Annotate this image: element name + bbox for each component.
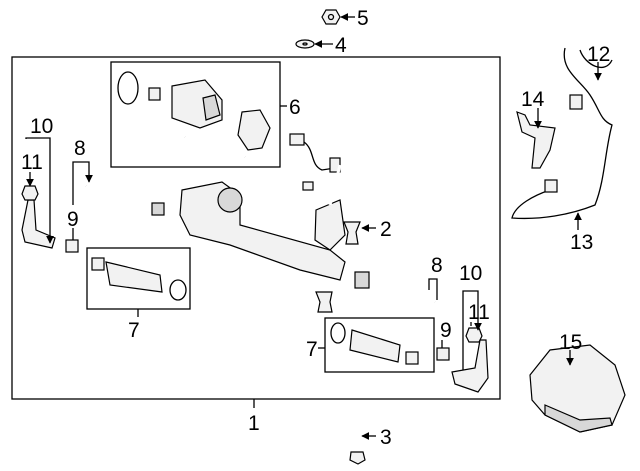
callout-7-left: 7 xyxy=(128,319,140,342)
boot-right xyxy=(330,322,419,365)
callout-13: 13 xyxy=(570,231,593,254)
callout-3: 3 xyxy=(380,426,392,449)
motor-kit-frame xyxy=(110,61,281,168)
callout-4: 4 xyxy=(335,34,347,57)
inner-tie-rod-right xyxy=(354,271,436,304)
outer-tie-rod-right xyxy=(436,327,489,393)
heat-shield-part xyxy=(529,344,626,433)
washer-part xyxy=(295,39,315,49)
callout-8-left: 8 xyxy=(74,137,86,160)
callout-2: 2 xyxy=(380,218,392,241)
inner-tie-rod-left xyxy=(85,184,165,216)
steering-rack-part xyxy=(179,164,346,281)
leader-lines xyxy=(25,13,602,440)
callout-8-right: 8 xyxy=(431,254,443,277)
callout-10-left: 10 xyxy=(30,115,53,138)
callout-10-right: 10 xyxy=(459,262,482,285)
motor-kit-parts xyxy=(117,71,271,158)
bumper-part xyxy=(343,221,361,245)
callout-12: 12 xyxy=(587,43,610,66)
assembly-frame xyxy=(11,56,501,400)
boot-kit-frame-right xyxy=(324,317,435,373)
bolt-part xyxy=(349,405,366,465)
callout-6: 6 xyxy=(289,96,301,119)
callout-5: 5 xyxy=(357,7,369,30)
callout-9-left: 9 xyxy=(67,208,79,231)
callout-11-left: 11 xyxy=(21,151,43,174)
callout-1: 1 xyxy=(248,412,260,435)
callout-7-right: 7 xyxy=(306,338,318,361)
callout-9-right: 9 xyxy=(440,319,452,342)
callout-15: 15 xyxy=(559,331,582,354)
nut-part xyxy=(321,9,341,25)
sensor-harness-part xyxy=(289,133,341,191)
bracket-part xyxy=(516,111,556,169)
callout-14: 14 xyxy=(521,88,545,111)
callout-11-right: 11 xyxy=(468,301,490,324)
wiring-harness-part xyxy=(511,47,613,220)
bumper-part-2 xyxy=(315,291,333,313)
boot-left xyxy=(91,257,187,301)
callout-labels: 5 4 6 12 14 10 11 8 9 2 13 8 10 11 7 7 9… xyxy=(21,7,610,449)
